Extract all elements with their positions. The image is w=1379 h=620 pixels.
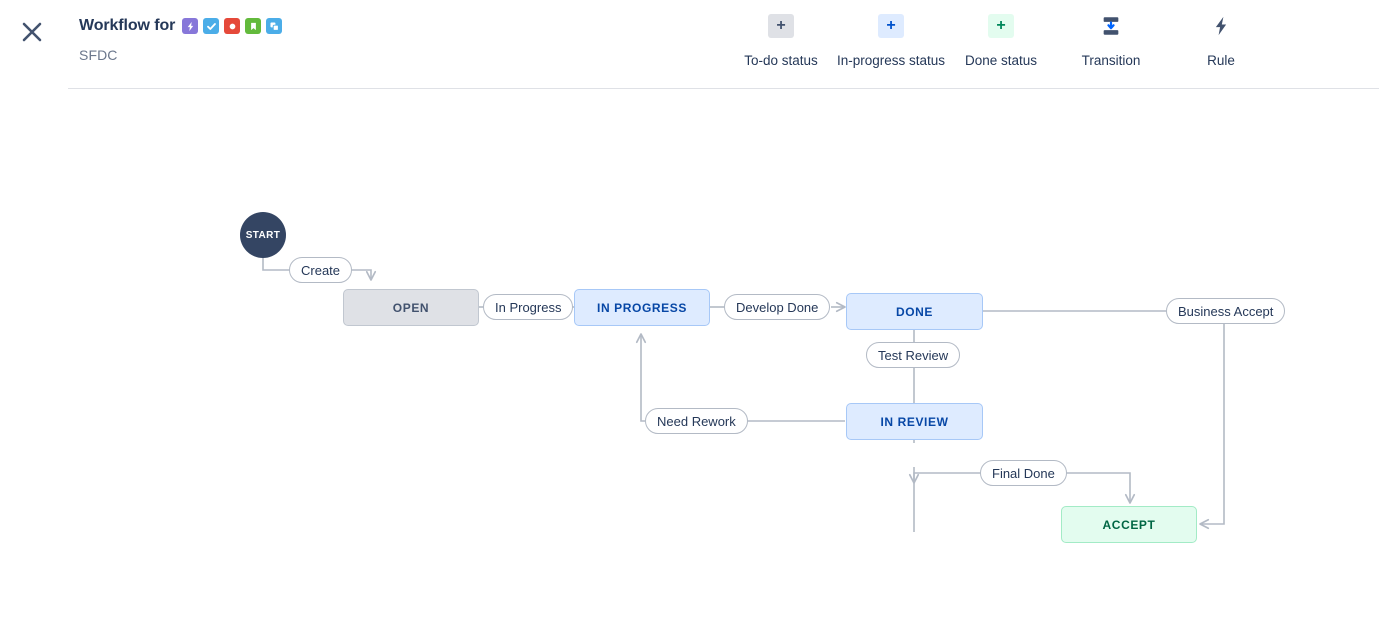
story-icon[interactable] <box>245 18 262 34</box>
status-node-in-progress[interactable]: IN PROGRESS <box>574 289 710 326</box>
start-node[interactable]: START <box>240 212 286 258</box>
lightning-icon <box>1208 14 1234 38</box>
transition-label: Business Accept <box>1178 303 1274 319</box>
transition-create[interactable]: Create <box>289 257 353 283</box>
plus-icon: + <box>988 14 1014 38</box>
start-node-label: START <box>245 229 281 241</box>
status-node-in-review[interactable]: IN REVIEW <box>846 403 983 440</box>
transition-final-done[interactable]: Final Done <box>980 460 1067 486</box>
status-node-label: IN PROGRESS <box>597 300 687 315</box>
transition-label: Develop Done <box>736 299 819 315</box>
issue-type-icon-group <box>182 18 283 34</box>
bug-icon[interactable] <box>224 18 241 34</box>
page-title: Workflow for <box>79 17 176 34</box>
header-bar: Workflow for <box>0 0 1379 89</box>
add-done-status-button[interactable]: + Done status <box>946 14 1056 68</box>
add-in-progress-status-button[interactable]: + In-progress status <box>836 14 946 68</box>
toolbar-label: In-progress status <box>836 53 946 68</box>
status-node-label: ACCEPT <box>1102 517 1156 532</box>
toolbar-label: To-do status <box>744 53 818 68</box>
title-block: Workflow for <box>79 15 283 63</box>
status-node-label: IN REVIEW <box>880 414 949 429</box>
workflow-edges <box>262 258 1225 532</box>
status-node-accept[interactable]: ACCEPT <box>1061 506 1197 543</box>
transition-label: Create <box>301 262 341 278</box>
toolbar-label: Transition <box>1081 53 1141 68</box>
transition-label: Final Done <box>992 465 1055 481</box>
status-node-label: DONE <box>895 304 934 319</box>
add-transition-button[interactable]: Transition <box>1056 14 1166 68</box>
transition-develop-done[interactable]: Develop Done <box>724 294 831 320</box>
transition-label: In Progress <box>495 299 562 315</box>
transition-label: Need Rework <box>657 413 736 429</box>
transition-business-accept[interactable]: Business Accept <box>1166 298 1286 324</box>
add-rule-button[interactable]: Rule <box>1166 14 1276 68</box>
task-icon[interactable] <box>203 18 220 34</box>
toolbar-label: Done status <box>964 53 1038 68</box>
status-node-done[interactable]: DONE <box>846 293 983 330</box>
add-todo-status-button[interactable]: + To-do status <box>726 14 836 68</box>
transition-test-review[interactable]: Test Review <box>866 342 961 368</box>
plus-icon: + <box>768 14 794 38</box>
toolbar: + To-do status + In-progress status + Do… <box>726 14 1276 68</box>
status-node-open[interactable]: OPEN <box>343 289 479 326</box>
transition-label: Test Review <box>878 347 949 363</box>
transition-need-rework[interactable]: Need Rework <box>645 408 748 434</box>
transition-icon <box>1098 14 1124 38</box>
close-icon[interactable] <box>16 16 48 48</box>
status-node-label: OPEN <box>392 300 430 315</box>
toolbar-label: Rule <box>1207 53 1235 68</box>
plus-icon: + <box>878 14 904 38</box>
header-divider <box>68 88 1379 89</box>
page-subtitle: SFDC <box>79 47 118 63</box>
subtask-icon[interactable] <box>266 18 283 34</box>
workflow-canvas[interactable]: START OPEN IN PROGRESS DONE IN REVIEW AC… <box>0 89 1379 620</box>
transition-in-progress[interactable]: In Progress <box>483 294 574 320</box>
epic-icon[interactable] <box>182 18 199 34</box>
